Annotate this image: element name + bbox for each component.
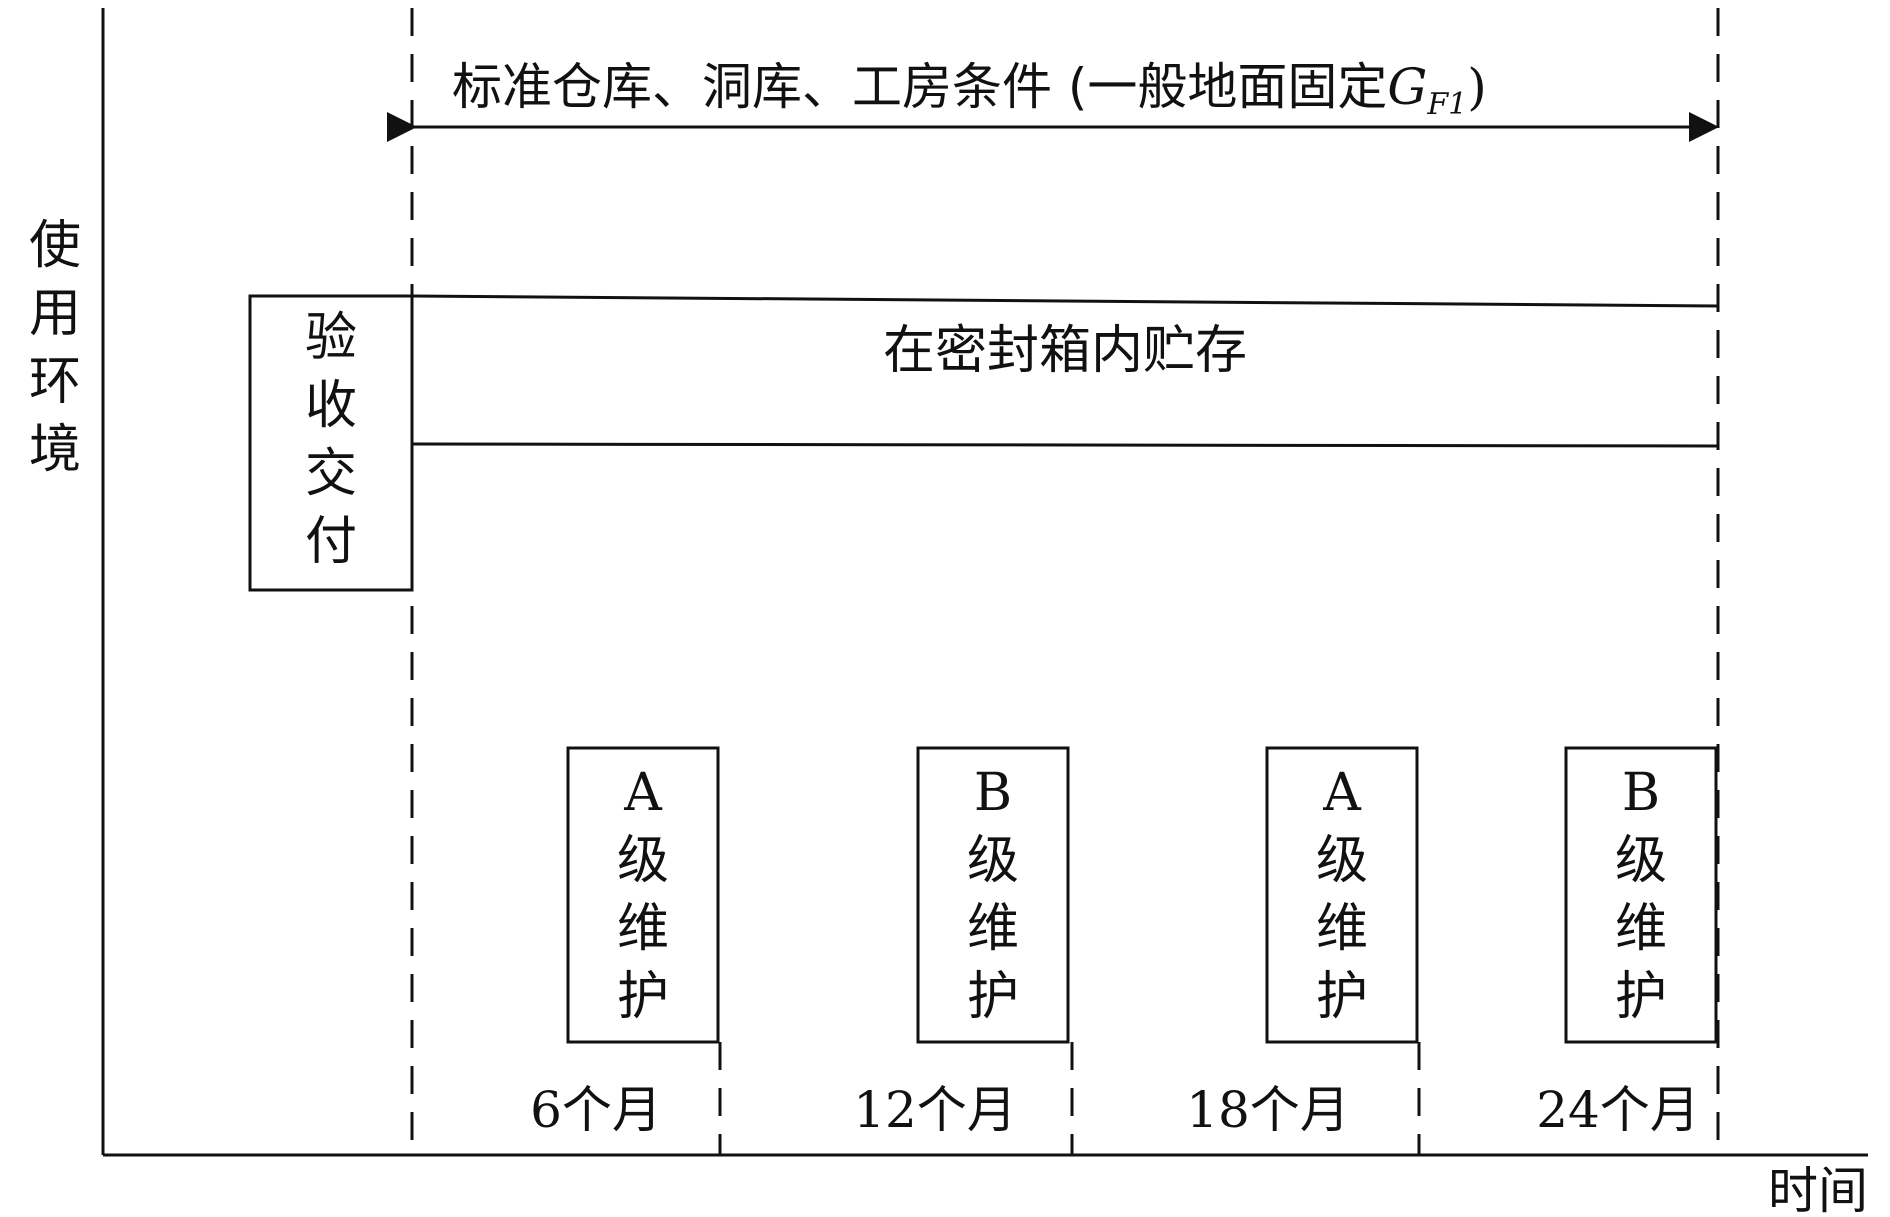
acceptance-box-char: 验 [305, 308, 357, 368]
environment-label-closing: ) [1467, 58, 1487, 116]
maintenance-char: 护 [967, 967, 1019, 1027]
maintenance-box-frame [566, 746, 720, 1044]
y-axis-label-char: 用 [29, 284, 81, 344]
maintenance-box-4: B 级 维 护 24个月 [1536, 746, 1718, 1139]
maintenance-char: 维 [1615, 899, 1667, 959]
maintenance-time-label: 12个月 [853, 1081, 1017, 1139]
acceptance-box-char: 付 [305, 512, 357, 572]
x-axis-label: 时间 [1768, 1162, 1868, 1217]
maintenance-char: 护 [1615, 967, 1667, 1027]
maintenance-char: 维 [617, 899, 669, 959]
maintenance-box-frame [1564, 746, 1718, 1044]
maintenance-char: 护 [617, 967, 669, 1027]
maintenance-time-label: 18个月 [1186, 1081, 1350, 1139]
maintenance-char: 级 [967, 831, 1019, 891]
acceptance-box-label: 验 收 交 付 [305, 308, 357, 572]
storage-band-label: 在密封箱内贮存 [883, 321, 1247, 381]
environment-label: 标准仓库、洞库、工房条件 (一般地面固定GF1) [452, 58, 1487, 122]
maintenance-box-frame [916, 746, 1070, 1044]
maintenance-box-2: B 级 维 护 12个月 [853, 746, 1074, 1155]
y-axis-label: 使 用 环 境 [29, 216, 81, 480]
maintenance-box-3: A 级 维 护 18个月 [1186, 746, 1421, 1155]
maintenance-grade: B [974, 763, 1012, 823]
storage-band-bottom-line [411, 442, 1719, 448]
maintenance-char: 护 [1316, 967, 1368, 1027]
y-axis-label-char: 境 [29, 420, 81, 480]
maintenance-time-label: 6个月 [530, 1081, 662, 1139]
environment-label-subscript: F1 [1426, 87, 1467, 122]
maintenance-box-frame [1265, 746, 1419, 1044]
acceptance-box-char: 收 [305, 376, 357, 436]
maintenance-char: 级 [1316, 831, 1368, 891]
y-axis-label-char: 使 [29, 216, 81, 276]
maintenance-time-label: 24个月 [1536, 1081, 1700, 1139]
acceptance-box [248, 294, 414, 592]
maintenance-char: 维 [967, 899, 1019, 959]
maintenance-grade: A [1322, 763, 1362, 823]
maintenance-char: 级 [1615, 831, 1667, 891]
maintenance-char: 级 [617, 831, 669, 891]
maintenance-box-1: A 级 维 护 6个月 [530, 746, 722, 1155]
storage-band-top-line [411, 294, 1719, 308]
environment-label-symbol: G [1387, 58, 1427, 116]
maintenance-grade: B [1622, 763, 1660, 823]
maintenance-grade: A [623, 763, 663, 823]
acceptance-box-char: 交 [305, 444, 357, 504]
maintenance-char: 维 [1316, 899, 1368, 959]
environment-label-main: 标准仓库、洞库、工房条件 (一般地面固定 [452, 58, 1387, 116]
y-axis-label-char: 环 [29, 352, 81, 412]
